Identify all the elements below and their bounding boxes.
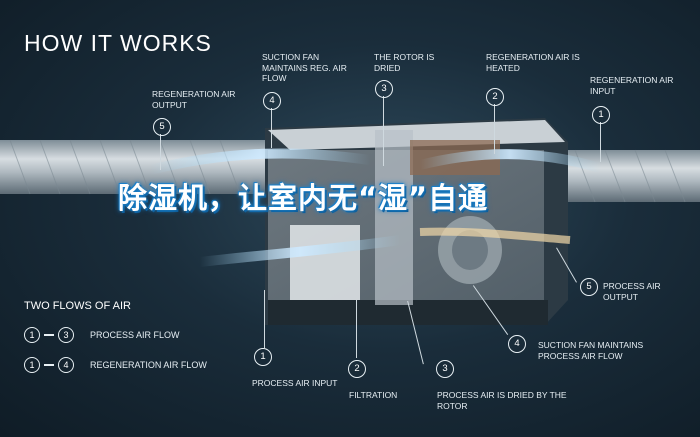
legend-dash	[44, 334, 54, 336]
callout-process-air-output: PROCESS AIR OUTPUT	[603, 281, 661, 302]
legend-dash	[44, 364, 54, 366]
leader-line	[356, 300, 358, 358]
legend-title: TWO FLOWS OF AIR	[24, 300, 131, 312]
air-flows	[148, 148, 602, 267]
callout-number-badge: 1	[254, 348, 272, 366]
callout-number-badge: 3	[436, 360, 454, 378]
legend-row-process: 1 3 PROCESS AIR FLOW	[24, 325, 180, 345]
callout-number-badge: 2	[348, 360, 366, 378]
callout-number-badge: 5	[580, 278, 598, 296]
left-duct	[0, 139, 270, 195]
legend-number: 3	[58, 327, 74, 343]
callout-number-badge: 5	[153, 118, 171, 136]
page-title: HOW IT WORKS	[24, 30, 212, 56]
callout-number-badge: 4	[263, 92, 281, 110]
legend-number: 4	[58, 357, 74, 373]
leader-line	[383, 96, 385, 166]
callout-number-badge: 3	[375, 80, 393, 98]
leader-line	[264, 290, 266, 348]
legend-label: PROCESS AIR FLOW	[90, 330, 180, 340]
callout-suction-fan-reg: SUCTION FAN MAINTAINS REG. AIR FLOW	[262, 52, 347, 83]
callout-number-badge: 1	[592, 106, 610, 124]
cabinet	[265, 118, 568, 325]
legend-number: 1	[24, 327, 40, 343]
legend-number: 1	[24, 357, 40, 373]
leader-line	[160, 134, 162, 170]
callout-number-badge: 4	[508, 335, 526, 353]
callout-regeneration-air-heated: REGENERATION AIR IS HEATED	[486, 52, 580, 73]
callout-rotor-dried: THE ROTOR IS DRIED	[374, 52, 435, 73]
leader-line	[494, 104, 496, 154]
callout-suction-fan-process: SUCTION FAN MAINTAINS PROCESS AIR FLOW	[538, 340, 644, 361]
legend-row-regeneration: 1 4 REGENERATION AIR FLOW	[24, 355, 207, 375]
leader-line	[600, 122, 602, 162]
overlay-banner-text: 除湿机，让室内无“湿”自通	[118, 181, 489, 215]
callout-regeneration-air-input: REGENERATION AIR INPUT	[590, 75, 674, 96]
callout-filtration: FILTRATION	[349, 390, 398, 400]
callout-process-air-input: PROCESS AIR INPUT	[252, 378, 338, 388]
leader-line	[271, 108, 273, 148]
callout-number-badge: 2	[486, 88, 504, 106]
legend-label: REGENERATION AIR FLOW	[90, 360, 207, 370]
callout-process-air-dried: PROCESS AIR IS DRIED BY THE ROTOR	[437, 390, 567, 411]
callout-regeneration-air-output: REGENERATION AIR OUTPUT	[152, 89, 236, 110]
